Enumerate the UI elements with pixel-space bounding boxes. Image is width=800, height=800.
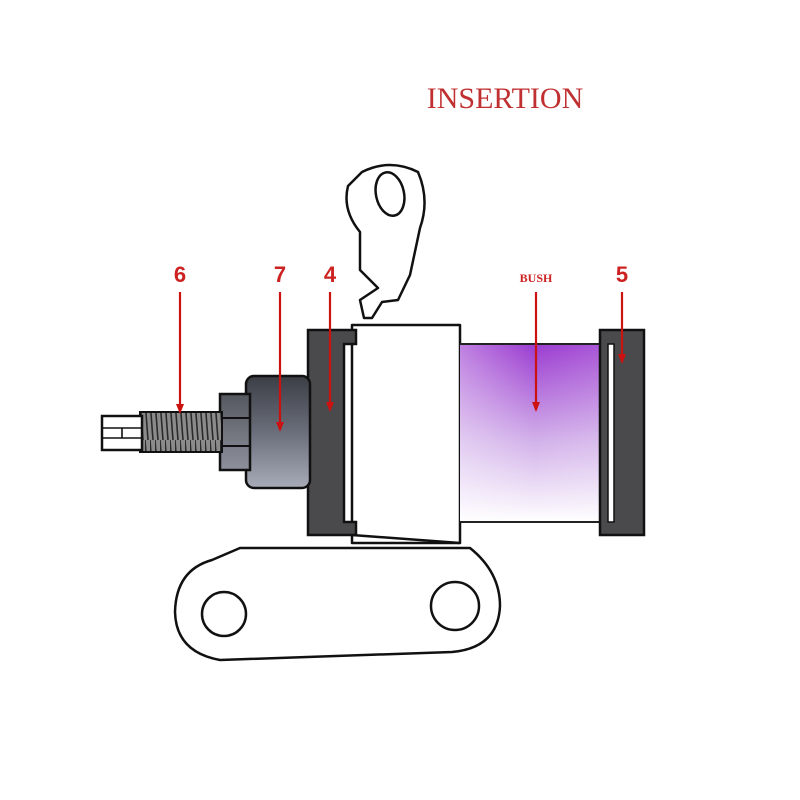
title: INSERTION [427,82,584,115]
lower-link-arm [173,546,502,662]
upper-eyelet-lug [345,163,426,320]
central-housing [350,323,462,545]
label-7: 7 [274,262,286,287]
plate-5 [598,328,646,537]
eyelet-hole [374,171,406,217]
callout-arrows [176,292,626,432]
label-6: 6 [174,262,186,287]
right-eye-hole [429,580,481,632]
label-bush: BUSH [520,271,553,285]
label-4: 4 [324,262,337,287]
hex-nut [218,392,252,472]
label-5: 5 [616,262,628,287]
nut-7 [244,374,312,490]
threaded-rod-6 [100,411,223,453]
bush [460,343,608,523]
left-eye-hole [200,590,248,638]
plate-4 [306,328,358,537]
